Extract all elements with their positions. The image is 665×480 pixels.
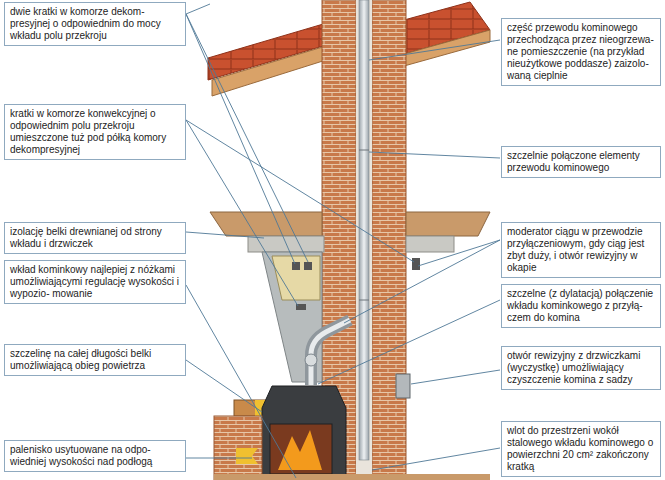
callout-box: szczelinę na całej długości belki umożli… [4, 344, 186, 376]
callout-box: szczelne (z dylatacją) połączenie wkładu… [501, 284, 661, 328]
callout-box: wkład kominkowy najlepiej z nóżkami umoż… [4, 260, 186, 304]
callout-box: szczelnie połączone elementy przewodu ko… [501, 146, 661, 178]
callout-text: szczelnie połączone elementy przewodu ko… [507, 150, 655, 174]
callout-box: izolację belki drewnianej od strony wkła… [4, 222, 186, 254]
callout-text: dwie kratki w komorze dekom- presyjnej o… [10, 6, 180, 42]
callout-box: kratki w komorze konwekcyjnej o odpowied… [4, 104, 186, 160]
callout-text: otwór rewizyjny z drzwiczkami (wyczystkę… [507, 350, 655, 386]
callout-text: szczelne (z dylatacją) połączenie wkładu… [507, 288, 655, 324]
callout-box: palenisko usytuowane na odpo- wiedniej w… [4, 440, 186, 472]
callout-box: część przewodu kominowego przechodząca p… [501, 18, 661, 86]
callout-text: część przewodu kominowego przechodząca p… [507, 22, 655, 82]
callout-text: wkład kominkowy najlepiej z nóżkami umoż… [10, 264, 180, 300]
callout-text: wlot do przestrzeni wokół stalowego wkła… [507, 425, 655, 473]
callout-box: moderator ciągu w przewodzie przyłączeni… [501, 222, 661, 278]
callout-text: izolację belki drewnianej od strony wkła… [10, 226, 180, 250]
callout-box: dwie kratki w komorze dekom- presyjnej o… [4, 2, 186, 46]
callout-box: otwór rewizyjny z drzwiczkami (wyczystkę… [501, 346, 661, 390]
callout-text: palenisko usytuowane na odpo- wiedniej w… [10, 444, 180, 468]
callout-box: wlot do przestrzeni wokół stalowego wkła… [501, 421, 661, 477]
callout-text: kratki w komorze konwekcyjnej o odpowied… [10, 108, 180, 156]
callout-text: szczelinę na całej długości belki umożli… [10, 348, 180, 372]
callout-text: moderator ciągu w przewodzie przyłączeni… [507, 226, 655, 274]
